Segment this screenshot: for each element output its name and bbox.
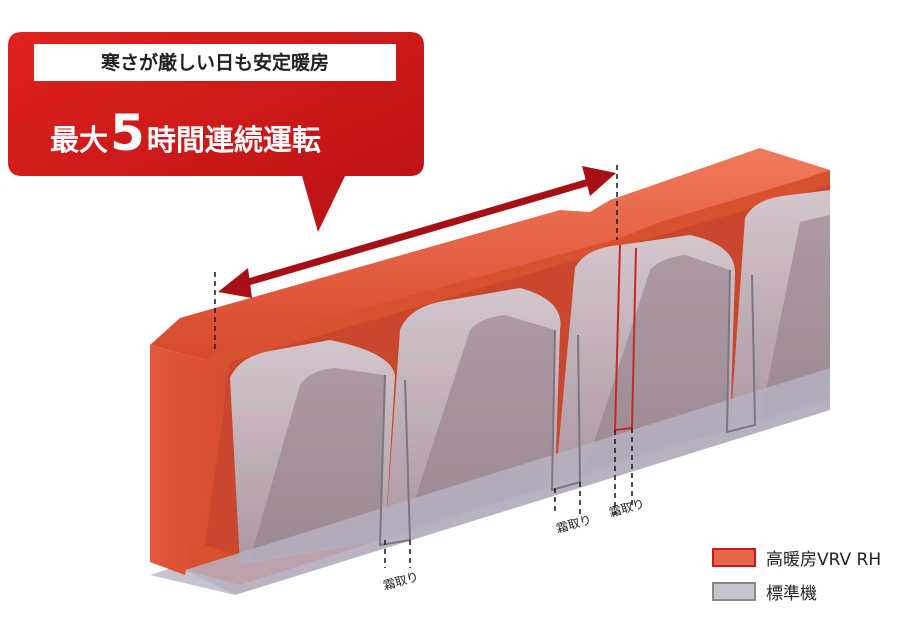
notch-3 — [725, 269, 757, 434]
notch-1 — [378, 374, 412, 547]
callout-subtitle: 寒さが厳しい日も安定暖房 — [101, 51, 329, 74]
rh-band-front — [150, 345, 230, 575]
duration-arrow — [218, 166, 616, 298]
legend: 高暖房VRV RH 標準機 — [712, 540, 881, 608]
defrost-notches — [378, 244, 757, 547]
legend-item-rh: 高暖房VRV RH — [712, 540, 881, 574]
notch-rh — [613, 244, 637, 432]
frost-label-3: 霜取り — [608, 496, 646, 519]
frost-label-2: 霜取り — [555, 512, 593, 535]
callout-headline: 最大5時間連続運転 — [50, 104, 321, 162]
legend-swatch-rh — [712, 547, 756, 567]
gray-block-1-inner — [250, 368, 385, 560]
legend-label-rh: 高暖房VRV RH — [766, 549, 882, 570]
notch-2 — [550, 329, 582, 492]
gray-block-4-inner — [760, 215, 830, 420]
frost-label-1: 霜取り — [382, 569, 420, 592]
headline-suffix: 時間連続運転 — [147, 123, 321, 157]
standard-lower-band — [185, 368, 830, 595]
legend-swatch-standard — [712, 581, 756, 601]
legend-label-standard: 標準機 — [766, 583, 817, 604]
rh-band-top — [150, 148, 830, 360]
callout-subtitle-box — [34, 44, 396, 81]
legend-item-standard: 標準機 — [712, 574, 881, 608]
callout: 寒さが厳しい日も安定暖房 最大5時間連続運転 — [8, 32, 424, 232]
headline-prefix: 最大 — [50, 123, 108, 157]
callout-bubble — [8, 32, 424, 232]
headline-number: 5 — [110, 104, 145, 162]
arrow-head-right — [582, 166, 616, 196]
arrow-head-left — [218, 268, 252, 298]
marker-lines — [214, 165, 633, 568]
